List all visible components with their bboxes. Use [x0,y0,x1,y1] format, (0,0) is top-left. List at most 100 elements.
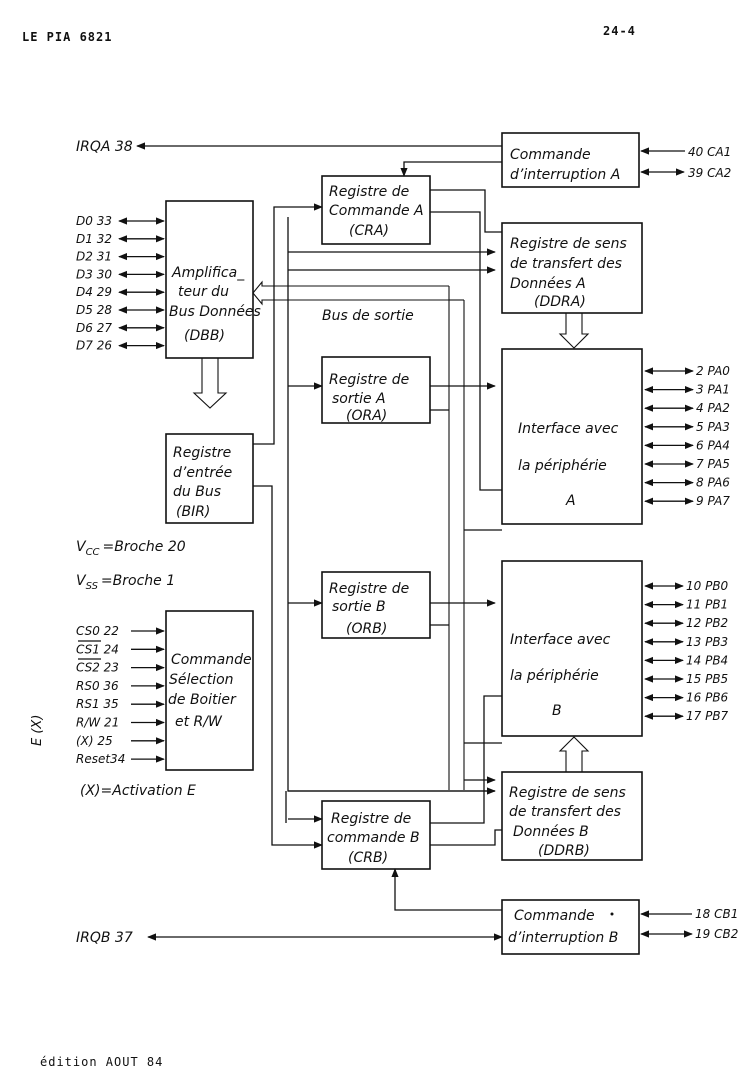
margin-note: E (X) [30,715,45,746]
cmd-b-to-crb [391,868,502,911]
pin-4-pa2: 4 PA2 [696,401,730,415]
pin-d0-33: D0 33 [76,214,112,228]
periph-b-line1: Interface avec [510,632,611,648]
crb-line2: commande B [327,830,420,846]
ora-line2: sortie A [332,391,386,407]
ddrb-to-periph-b-arrow [558,736,590,772]
box-commande-interruption-a [501,132,640,188]
pin-10-pb0: 10 PB0 [686,579,729,593]
ddrb-line4: (DDRB) [538,843,590,859]
pin-d7-26: D7 26 [76,339,112,353]
bir-line4: (BIR) [176,504,210,520]
pin-cb2: 19 CB2 [695,927,738,941]
ddra-line2: de transfert des [510,256,622,272]
ddra-line4: (DDRA) [534,294,586,310]
ddra-to-periph-a-arrow [558,313,590,349]
pin-9-pa7: 9 PA7 [696,494,730,508]
box-commande-interruption-b [501,899,640,955]
pin-cb1: 18 CB1 [695,907,738,921]
pin-cs2-23: CS2 23 [76,661,119,675]
cra-to-ddra [430,189,502,233]
pin-ca1: 40 CA1 [688,145,731,159]
cmd-int-b-line2: d’interruption B [508,930,618,946]
pin-15-pb5: 15 PB5 [686,672,728,686]
periph-a-line2: la périphérie [518,458,607,474]
pin-cs1-24: CS1 24 [76,642,119,656]
pin-5-pa3: 5 PA3 [696,420,730,434]
dbb-to-bir-arrow [192,358,228,409]
box-orb [321,571,431,639]
pin-d1-32: D1 32 [76,232,112,246]
pin-11-pb1: 11 PB1 [686,598,728,612]
bus-label: Bus de sortie [322,308,414,324]
sel-line3: de Boitier [168,692,237,708]
cmd-int-a-line2: d’interruption A [510,167,620,183]
crb-line3: (CRB) [348,850,388,866]
dbb-line2: teur du [178,284,229,300]
box-ora [321,356,431,424]
ora-line1: Registre de [329,372,409,388]
periph-a-line3: A [565,493,576,509]
box-crb [321,800,431,870]
crb-line1: Registre de [331,811,411,827]
pin-d4-29: D4 29 [76,285,112,299]
pin-17-pb7: 17 PB7 [686,709,729,723]
ddra-line3: Données A [510,276,586,292]
sel-line4: et R/W [175,714,223,730]
crb-to-periph-b [430,695,502,824]
dbb-line1: Amplifica_ [171,265,245,281]
edition-note: édition AOUT 84 [40,1055,164,1069]
periph-b-line3: B [552,703,562,719]
activation-note: (X)=Activation E [80,783,196,799]
irqa-label: IRQA 38 [76,139,133,155]
box-bir [165,433,254,524]
bir-line1: Registre [173,445,231,461]
pin-3-pa1: 3 PA1 [696,383,730,397]
cmd-a-to-cra [400,161,502,177]
bir-line3: du Bus [173,484,221,500]
pin-rs1-35: RS1 35 [76,697,119,711]
dbb-line4: (DBB) [184,328,225,344]
pin--x-25: (X) 25 [76,734,113,748]
orb-line3: (ORB) [346,621,387,637]
cra-line1: Registre de [329,184,409,200]
stray-dot [610,912,614,916]
periph-a-line1: Interface avec [518,421,619,437]
pin-d2-31: D2 31 [76,250,112,264]
ddrb-line2: de transfert des [509,804,621,820]
vcc-label: VCC=Broche 20 [76,539,186,558]
bir-to-cra [253,203,323,445]
bir-to-crb [253,485,323,849]
box-interface-periph-b [501,560,643,737]
pin-2-pa0: 2 PA0 [696,364,730,378]
irqb-label: IRQB 37 [76,930,133,946]
box-commande-selection [165,610,254,771]
page-header-title: LE PIA 6821 [22,30,113,44]
ddra-line1: Registre de sens [510,236,627,252]
pin-d6-27: D6 27 [76,321,112,335]
dbb-line3: Bus Données [169,304,261,320]
page-number: 24-4 [603,24,636,38]
pin-d5-28: D5 28 [76,303,112,317]
pin-13-pb3: 13 PB3 [686,635,728,649]
box-interface-periph-a [501,348,643,525]
pb-pins: 10 PB0 11 PB1 12 PB2 13 PB3 14 PB4 15 PB5 16 P… [644,579,729,723]
sel-line2: Sélection [169,672,234,688]
cra-line3: (CRA) [349,223,389,239]
pin-12-pb2: 12 PB2 [686,616,728,630]
pin-14-pb4: 14 PB4 [686,653,728,667]
box-ddrb [501,771,643,861]
cra-to-periph-a [430,211,502,491]
orb-line2: sortie B [332,599,386,615]
pin-reset34: Reset34 [76,752,125,766]
bir-line2: d’entrée [173,465,232,481]
sel-line1: Commande [171,652,252,668]
crb-to-ddrb [430,829,502,846]
pin-16-pb6: 16 PB6 [686,691,729,705]
ddrb-line3: Données B [513,824,589,840]
cmd-int-b-line1: Commande [514,908,595,924]
pin-cs0-22: CS0 22 [76,624,119,638]
